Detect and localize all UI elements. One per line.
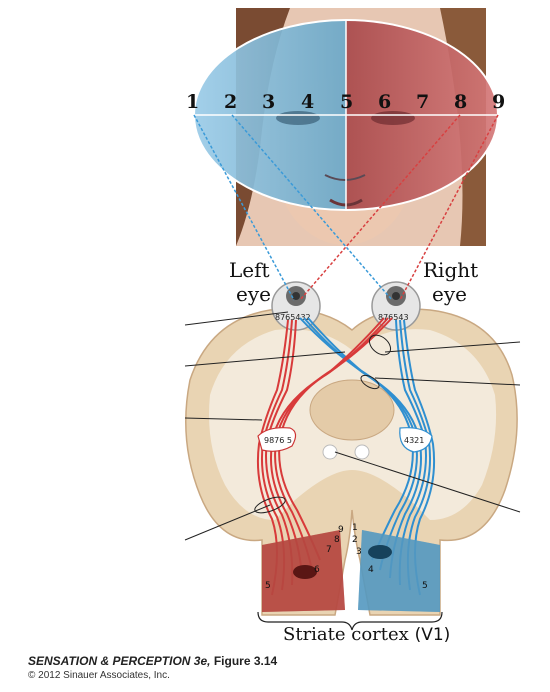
right-eye-label: Right eye — [423, 258, 478, 306]
copyright-notice: © 2012 Sinauer Associates, Inc. — [28, 670, 170, 681]
field-number: 8 — [454, 91, 467, 113]
left-v1-number: 5 — [265, 581, 271, 591]
v1-text: (V1) — [414, 625, 451, 645]
left-v1-number: 7 — [326, 545, 332, 555]
right-v1-number: 2 — [352, 535, 358, 545]
field-number: 7 — [416, 91, 429, 113]
right-eye-label-line2: eye — [432, 282, 467, 306]
striate-cortex-text: Striate cortex — [283, 624, 409, 645]
right-v1-number: 4 — [368, 565, 374, 575]
right-retina-numbers: 876543 — [378, 313, 409, 322]
field-number: 6 — [378, 91, 391, 113]
right-v1-number: 3 — [356, 547, 362, 557]
caption-title: SENSATION & PERCEPTION 3e — [28, 654, 208, 668]
left-eye-label: Left eye — [229, 258, 271, 306]
right-v1-number: 1 — [352, 523, 358, 533]
right-eye-label-line1: Right — [423, 258, 478, 282]
field-number: 1 — [186, 91, 199, 113]
left-v1-number: 8 — [334, 535, 340, 545]
left-lgn — [257, 427, 297, 452]
left-v1-number: 6 — [314, 565, 320, 575]
striate-cortex-label: Striate cortex (V1) — [283, 624, 450, 645]
left-v1 — [262, 530, 345, 612]
right-v1 — [358, 530, 440, 612]
field-number: 2 — [224, 91, 237, 113]
caption-separator: , — [207, 654, 214, 668]
field-number: 5 — [340, 91, 353, 113]
right-v1-number: 5 — [422, 581, 428, 591]
field-number: 3 — [262, 91, 275, 113]
field-number: 9 — [492, 91, 505, 113]
figure-caption: SENSATION & PERCEPTION 3e, Figure 3.14 — [28, 654, 277, 668]
left-eye-label-line2: eye — [236, 282, 271, 306]
callout-lines — [184, 311, 521, 541]
caption-figure: Figure 3.14 — [213, 654, 278, 668]
right-lgn-numbers: 4321 — [404, 436, 424, 445]
field-number-row: 1 2 3 4 5 6 7 8 9 — [186, 91, 505, 113]
left-lgn-numbers: 9876 5 — [264, 436, 292, 445]
field-number: 4 — [301, 91, 314, 113]
left-v1-number: 9 — [338, 525, 344, 535]
striate-bracket — [257, 611, 443, 631]
left-eye-label-line1: Left — [229, 258, 270, 282]
right-lgn — [399, 427, 433, 453]
left-retina-numbers: 8765432 — [275, 313, 311, 322]
field-projection-lines — [193, 114, 499, 301]
